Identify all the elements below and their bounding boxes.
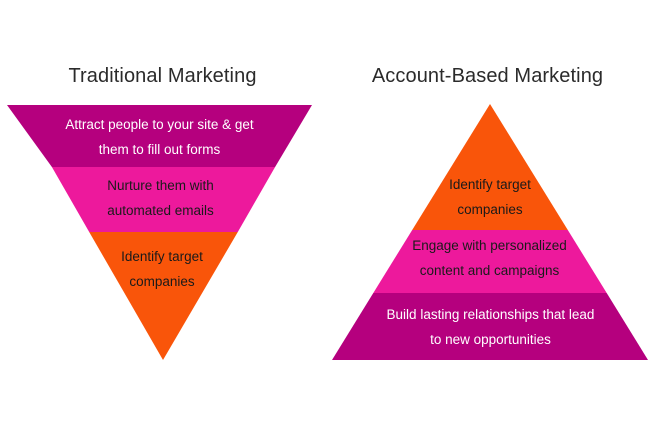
right-pyramid (332, 104, 648, 360)
right-pyramid-band-1 (412, 104, 568, 230)
left-funnel (7, 105, 312, 360)
left-diagram-title: Traditional Marketing (68, 65, 257, 87)
right-pyramid-band-2 (373, 230, 607, 293)
left-funnel-band-2 (51, 167, 276, 232)
left-funnel-band-1 (7, 105, 312, 167)
right-pyramid-band-3 (332, 293, 648, 360)
right-diagram-title: Account-Based Marketing (371, 65, 604, 87)
left-funnel-band-3 (89, 232, 238, 360)
